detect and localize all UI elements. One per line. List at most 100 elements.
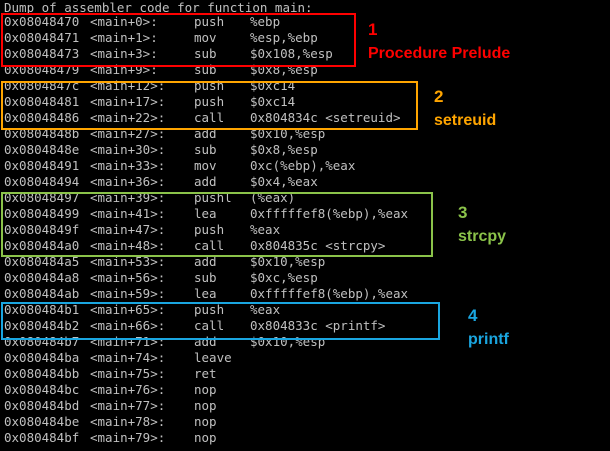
- instruction-offset: <main+75>:: [90, 366, 166, 381]
- instruction-offset: <main+30>:: [90, 142, 166, 157]
- instruction-mnemonic: call: [194, 238, 225, 253]
- instruction-mnemonic: add: [194, 334, 217, 349]
- instruction-address: 0x080484b1: [4, 302, 80, 317]
- highlight-box-strcpy: [1, 192, 433, 257]
- instruction-mnemonic: call: [194, 110, 225, 125]
- instruction-operands: 0xfffffef8(%ebp),%eax: [250, 206, 409, 221]
- instruction-operands: $0xc,%esp: [250, 270, 318, 285]
- instruction-address: 0x080484a0: [4, 238, 80, 253]
- instruction-mnemonic: push: [194, 222, 225, 237]
- instruction-address: 0x080484bb: [4, 366, 80, 381]
- instruction-operands: 0x804833c <printf>: [250, 318, 386, 333]
- instruction-address: 0x08048470: [4, 14, 80, 29]
- annotation-setreuid: 2 setreuid: [434, 87, 496, 131]
- instruction-offset: <main+76>:: [90, 382, 166, 397]
- annotation-label: Procedure Prelude: [368, 45, 511, 62]
- instruction-offset: <main+74>:: [90, 350, 166, 365]
- instruction-mnemonic: push: [194, 14, 225, 29]
- instruction-operands: 0xc(%ebp),%eax: [250, 158, 356, 173]
- instruction-address: 0x08048491: [4, 158, 80, 173]
- instruction-address: 0x080484bf: [4, 430, 80, 445]
- instruction-mnemonic: nop: [194, 398, 217, 413]
- instruction-mnemonic: sub: [194, 46, 217, 61]
- annotation-prelude: 1 Procedure Prelude: [368, 20, 510, 64]
- instruction-mnemonic: mov: [194, 30, 217, 45]
- instruction-address: 0x08048499: [4, 206, 80, 221]
- instruction-mnemonic: nop: [194, 414, 217, 429]
- instruction-offset: <main+48>:: [90, 238, 166, 253]
- instruction-operands: $0x8,%esp: [250, 142, 318, 157]
- instruction-mnemonic: sub: [194, 142, 217, 157]
- instruction-address: 0x080484ab: [4, 286, 80, 301]
- instruction-mnemonic: push: [194, 302, 225, 317]
- instruction-mnemonic: leave: [194, 350, 232, 365]
- instruction-operands: $0x10,%esp: [250, 334, 326, 349]
- instruction-mnemonic: lea: [194, 286, 217, 301]
- instruction-mnemonic: add: [194, 174, 217, 189]
- annotation-number: 2: [434, 87, 444, 106]
- instruction-offset: <main+71>:: [90, 334, 166, 349]
- instruction-mnemonic: add: [194, 254, 217, 269]
- annotation-printf: 4 printf: [468, 306, 509, 350]
- instruction-address: 0x08048471: [4, 30, 80, 45]
- instruction-mnemonic: nop: [194, 382, 217, 397]
- instruction-address: 0x080484be: [4, 414, 80, 429]
- instruction-operands: 0x804834c <setreuid>: [250, 110, 401, 125]
- highlight-box-printf: [1, 302, 440, 340]
- instruction-mnemonic: mov: [194, 158, 217, 173]
- highlight-box-prelude: [1, 13, 356, 67]
- instruction-address: 0x080484bc: [4, 382, 80, 397]
- instruction-address: 0x080484b7: [4, 334, 80, 349]
- instruction-mnemonic: push: [194, 94, 225, 109]
- instruction-mnemonic: sub: [194, 270, 217, 285]
- annotation-label: printf: [468, 331, 509, 348]
- instruction-offset: <main+47>:: [90, 222, 166, 237]
- instruction-address: 0x080484a8: [4, 270, 80, 285]
- highlight-box-setreuid: [1, 81, 418, 130]
- instruction-offset: <main+79>:: [90, 430, 166, 445]
- instruction-operands: 0xfffffef8(%ebp),%eax: [250, 286, 409, 301]
- instruction-address: 0x08048494: [4, 174, 80, 189]
- instruction-offset: <main+3>:: [90, 46, 158, 61]
- instruction-offset: <main+22>:: [90, 110, 166, 125]
- instruction-operands: $0x4,%eax: [250, 174, 318, 189]
- dump-header: Dump of assembler code for function main…: [4, 0, 313, 15]
- instruction-offset: <main+53>:: [90, 254, 166, 269]
- instruction-offset: <main+36>:: [90, 174, 166, 189]
- instruction-operands: $0x10,%esp: [250, 254, 326, 269]
- instruction-address: 0x08048481: [4, 94, 80, 109]
- instruction-operands: %esp,%ebp: [250, 30, 318, 45]
- annotation-number: 3: [458, 203, 468, 222]
- instruction-mnemonic: lea: [194, 206, 217, 221]
- instruction-offset: <main+33>:: [90, 158, 166, 173]
- annotation-label: strcpy: [458, 228, 507, 245]
- instruction-address: 0x080484a5: [4, 254, 80, 269]
- instruction-offset: <main+65>:: [90, 302, 166, 317]
- annotation-number: 1: [368, 20, 378, 39]
- instruction-offset: <main+17>:: [90, 94, 166, 109]
- instruction-mnemonic: call: [194, 318, 225, 333]
- instruction-address: 0x080484bd: [4, 398, 80, 413]
- instruction-operands: $0xc14: [250, 94, 296, 109]
- instruction-operands: $0x108,%esp: [250, 46, 333, 61]
- instruction-address: 0x0804848e: [4, 142, 80, 157]
- instruction-operands: %eax: [250, 222, 281, 237]
- instruction-offset: <main+59>:: [90, 286, 166, 301]
- instruction-offset: <main+78>:: [90, 414, 166, 429]
- instruction-mnemonic: ret: [194, 366, 217, 381]
- instruction-offset: <main+56>:: [90, 270, 166, 285]
- instruction-operands: %ebp: [250, 14, 281, 29]
- instruction-offset: <main+77>:: [90, 398, 166, 413]
- annotation-strcpy: 3 strcpy: [458, 203, 506, 247]
- instruction-offset: <main+66>:: [90, 318, 166, 333]
- instruction-offset: <main+41>:: [90, 206, 166, 221]
- instruction-offset: <main+0>:: [90, 14, 158, 29]
- instruction-address: 0x08048473: [4, 46, 80, 61]
- annotation-number: 4: [468, 306, 478, 325]
- instruction-mnemonic: nop: [194, 430, 217, 445]
- instruction-offset: <main+1>:: [90, 30, 158, 45]
- instruction-address: 0x0804849f: [4, 222, 80, 237]
- instruction-address: 0x080484ba: [4, 350, 80, 365]
- annotation-label: setreuid: [434, 112, 497, 129]
